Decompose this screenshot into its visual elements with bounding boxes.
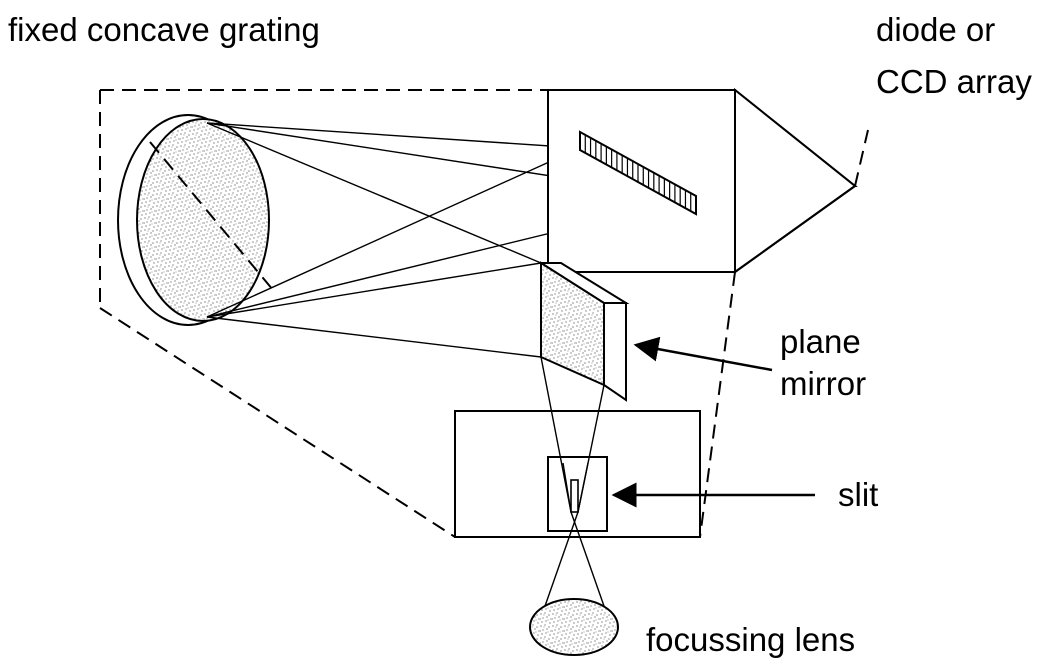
- slit: [570, 479, 579, 513]
- detector-label-line1: diode or: [876, 11, 995, 48]
- grating-assembly: [117, 114, 274, 326]
- detector-box: [545, 87, 858, 274]
- enclosure-outline: [99, 89, 869, 538]
- slit-housing: [454, 410, 701, 538]
- detector-label-line2: CCD array: [876, 63, 1032, 100]
- slit-frame: [547, 456, 608, 532]
- concave-grating: [136, 118, 270, 322]
- mirror-arrow: [633, 336, 773, 372]
- mirror-label-line2: mirror: [780, 365, 866, 402]
- focussing-lens: [529, 598, 619, 656]
- mirror-assembly: [537, 261, 630, 402]
- ccd-pixel-lines: [584, 134, 692, 212]
- callout-arrows: [611, 336, 815, 508]
- slit-label: slit: [838, 476, 878, 513]
- entrance-box: [454, 410, 701, 538]
- detector-right-face: [734, 87, 857, 274]
- grating-axis: [149, 141, 274, 291]
- mirror-label-line1: plane: [780, 323, 861, 360]
- mirror-side-edge: [603, 302, 627, 402]
- lens-label: focussing lens: [646, 621, 855, 658]
- grating-label: fixed concave grating: [8, 11, 320, 48]
- plane-mirror: [540, 261, 605, 387]
